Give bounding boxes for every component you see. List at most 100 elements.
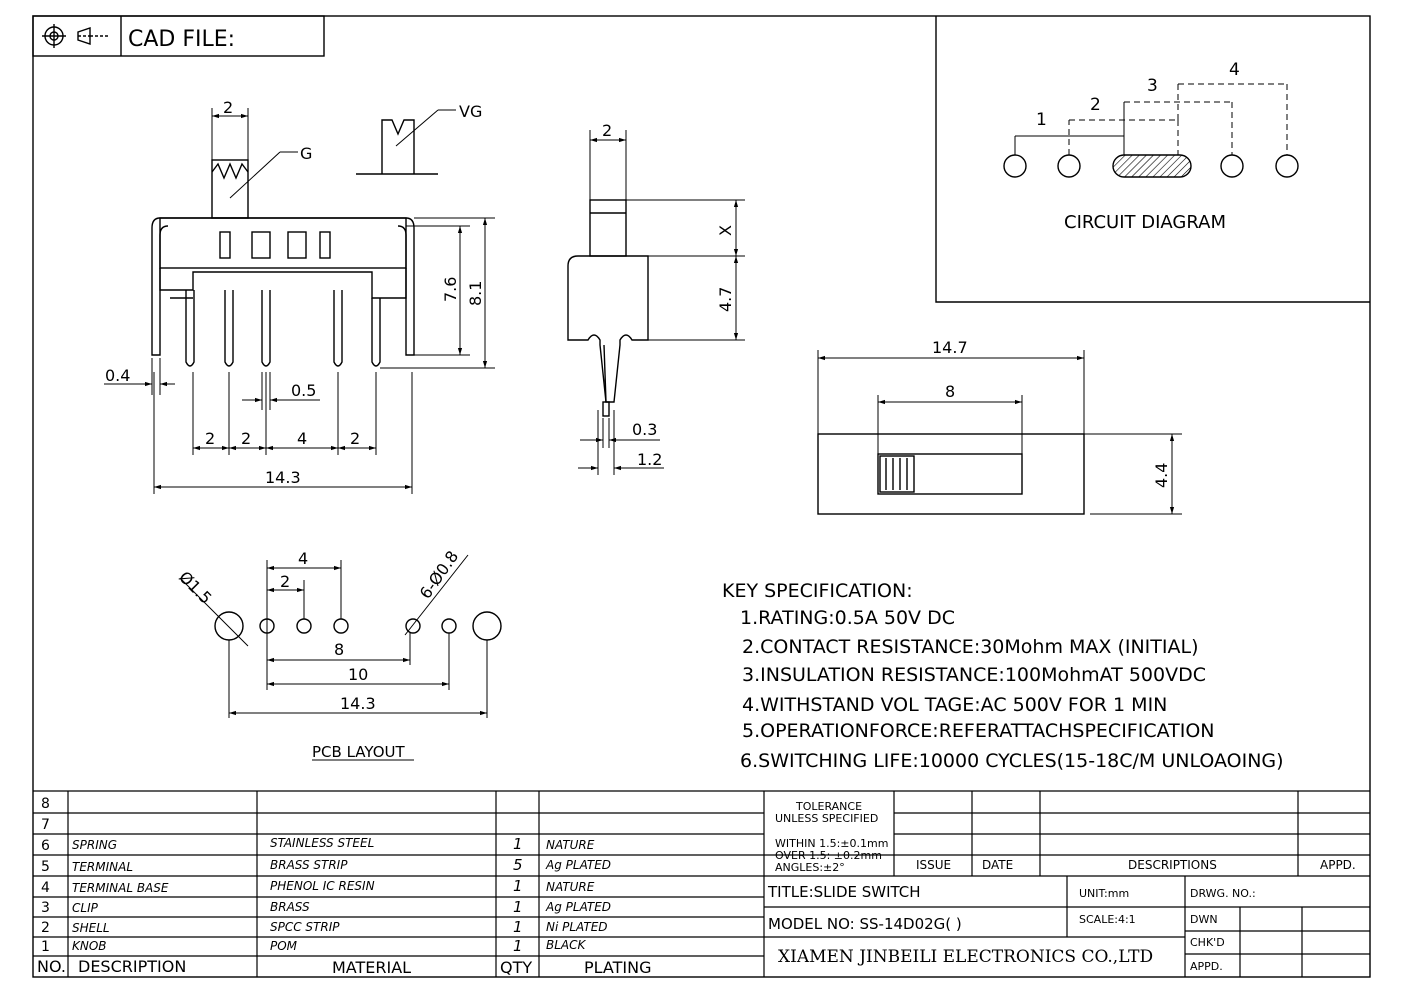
bom-row-no: 8 bbox=[41, 796, 50, 812]
bom-row-no: 5 bbox=[41, 859, 50, 875]
bom-row-no: 3 bbox=[41, 900, 50, 916]
spec-item-5: 5.OPERATIONFORCE:REFERATTACHSPECIFICATIO… bbox=[742, 720, 1215, 742]
bom-row-no: 2 bbox=[41, 920, 50, 936]
bom-header-no: NO. bbox=[37, 957, 66, 976]
bom-description: KNOB bbox=[72, 939, 107, 953]
dwn-label: DWN bbox=[1190, 913, 1218, 926]
appd-top-label: APPD. bbox=[1320, 858, 1356, 872]
issue-label: ISSUE bbox=[916, 858, 951, 872]
bom-description: TERMINAL BASE bbox=[72, 881, 169, 895]
bom-qty: 5 bbox=[513, 856, 523, 874]
date-label: DATE bbox=[982, 858, 1013, 872]
bom-row-no: 1 bbox=[41, 939, 50, 955]
chkd-label: CHK'D bbox=[1190, 936, 1225, 949]
bom-qty: 1 bbox=[513, 835, 523, 853]
callout-g: G bbox=[300, 144, 312, 163]
appd-label: APPD. bbox=[1190, 960, 1223, 973]
spec-item-1: 1.RATING:0.5A 50V DC bbox=[740, 607, 955, 629]
bom-description: TERMINAL bbox=[72, 860, 133, 874]
title-block: TOLERANCE UNLESS SPECIFIED WITHIN 1.5:±0… bbox=[767, 800, 1356, 973]
dim-pitch-d: 2 bbox=[350, 429, 360, 448]
scale-label: SCALE:4:1 bbox=[1079, 913, 1136, 926]
sheet-border bbox=[32, 15, 1371, 978]
tolerance-title-2: UNLESS SPECIFIED bbox=[775, 812, 878, 825]
bom-plating: BLACK bbox=[546, 938, 587, 952]
descriptions-label: DESCRIPTIONS bbox=[1128, 858, 1217, 872]
circuit-label-4: 4 bbox=[1229, 60, 1240, 80]
drwg-no-label: DRWG. NO.: bbox=[1190, 887, 1256, 900]
circuit-label-1: 1 bbox=[1036, 110, 1047, 130]
pcb-mount-hole-dim: Ø1.5 bbox=[175, 567, 215, 607]
bom-header-qty: QTY bbox=[500, 958, 532, 977]
vg-detail bbox=[356, 109, 456, 175]
tolerance-line-1: WITHIN 1.5:±0.1mm bbox=[775, 837, 888, 850]
bom-description: SHELL bbox=[72, 921, 110, 935]
bom-row-no: 4 bbox=[41, 880, 50, 896]
tolerance-line-3: ANGLES:±2° bbox=[775, 861, 845, 874]
pcb-pitch-small: 2 bbox=[280, 572, 290, 591]
circuit-diagram-title: CIRCUIT DIAGRAM bbox=[1064, 212, 1226, 233]
dim-side-pin-span: 1.2 bbox=[637, 450, 662, 469]
bom-header-description: DESCRIPTION bbox=[78, 957, 186, 976]
bom-header-material: MATERIAL bbox=[332, 958, 411, 977]
bom-plating: Ni PLATED bbox=[546, 920, 608, 934]
dim-height-short: 7.6 bbox=[441, 277, 460, 302]
cad-header-box bbox=[32, 15, 325, 57]
bom-qty: 1 bbox=[513, 918, 523, 936]
dim-pitch-b: 2 bbox=[241, 429, 251, 448]
dim-side-knob-width: 2 bbox=[602, 121, 612, 140]
circuit-label-2: 2 bbox=[1090, 95, 1101, 115]
pcb-pitch-large: 4 bbox=[298, 549, 308, 568]
dim-side-pin-thickness: 0.3 bbox=[632, 420, 657, 439]
pcb-span-total: 14.3 bbox=[340, 694, 376, 713]
bom-material: POM bbox=[270, 939, 298, 953]
pcb-span-10: 10 bbox=[348, 665, 368, 684]
front-view bbox=[104, 108, 495, 494]
projection-symbol-icon bbox=[42, 24, 108, 48]
dim-knob-width: 2 bbox=[223, 98, 233, 117]
bom-qty: 1 bbox=[513, 877, 523, 895]
pcb-span-8: 8 bbox=[334, 640, 344, 659]
circuit-diagram-frame bbox=[935, 16, 1370, 303]
dim-pin-thickness: 0.4 bbox=[105, 366, 130, 385]
spec-title: KEY SPECIFICATION: bbox=[722, 580, 913, 602]
dim-overall-width: 14.3 bbox=[265, 468, 301, 487]
title-block-grid bbox=[764, 791, 1370, 977]
circuit-diagram bbox=[1003, 83, 1299, 178]
unit-label: UNIT:mm bbox=[1079, 887, 1129, 900]
dim-side-knob-height: X bbox=[716, 225, 735, 236]
bom-material: BRASS bbox=[270, 900, 310, 914]
dim-side-body-height: 4.7 bbox=[716, 287, 735, 312]
company-name: XIAMEN JINBEILI ELECTRONICS CO.,LTD bbox=[778, 947, 1153, 967]
bom-qty: 1 bbox=[513, 898, 523, 916]
dim-top-width: 4.4 bbox=[1152, 463, 1171, 488]
spec-item-3: 3.INSULATION RESISTANCE:100MohmAT 500VDC bbox=[742, 664, 1206, 686]
bom-plating: NATURE bbox=[546, 838, 595, 852]
cad-file-label: CAD FILE: bbox=[128, 27, 235, 52]
dim-top-travel: 8 bbox=[945, 382, 955, 401]
bom-material: SPCC STRIP bbox=[270, 920, 340, 934]
bom-row-no: 7 bbox=[41, 817, 50, 833]
bom-material: STAINLESS STEEL bbox=[270, 836, 374, 850]
spec-item-4: 4.WITHSTAND VOL TAGE:AC 500V FOR 1 MIN bbox=[742, 694, 1167, 716]
model-number: MODEL NO: SS-14D02G( ) bbox=[768, 915, 962, 933]
dim-pitch-c: 4 bbox=[297, 429, 307, 448]
bom-plating: NATURE bbox=[546, 880, 595, 894]
dim-pitch-a: 2 bbox=[205, 429, 215, 448]
spec-item-2: 2.CONTACT RESISTANCE:30Mohm MAX (INITIAL… bbox=[742, 636, 1198, 658]
dim-height-tall: 8.1 bbox=[466, 281, 485, 306]
spec-item-6: 6.SWITCHING LIFE:10000 CYCLES(15-18C/M U… bbox=[740, 750, 1284, 772]
pcb-pin-holes-dim: 6-Ø0.8 bbox=[416, 547, 463, 602]
bom-row-no: 6 bbox=[41, 838, 50, 854]
bom-description: SPRING bbox=[72, 838, 117, 852]
dim-top-overall-length: 14.7 bbox=[932, 338, 968, 357]
bom-table-grid bbox=[33, 790, 1370, 977]
circuit-label-3: 3 bbox=[1147, 76, 1158, 96]
bom-qty: 1 bbox=[513, 937, 523, 955]
pcb-layout-title: PCB LAYOUT bbox=[312, 743, 406, 761]
bom-plating: Ag PLATED bbox=[545, 900, 611, 914]
drawing-title: TITLE:SLIDE SWITCH bbox=[767, 883, 921, 901]
bom-material: PHENOL IC RESIN bbox=[270, 879, 375, 893]
bom-plating: Ag PLATED bbox=[545, 858, 611, 872]
